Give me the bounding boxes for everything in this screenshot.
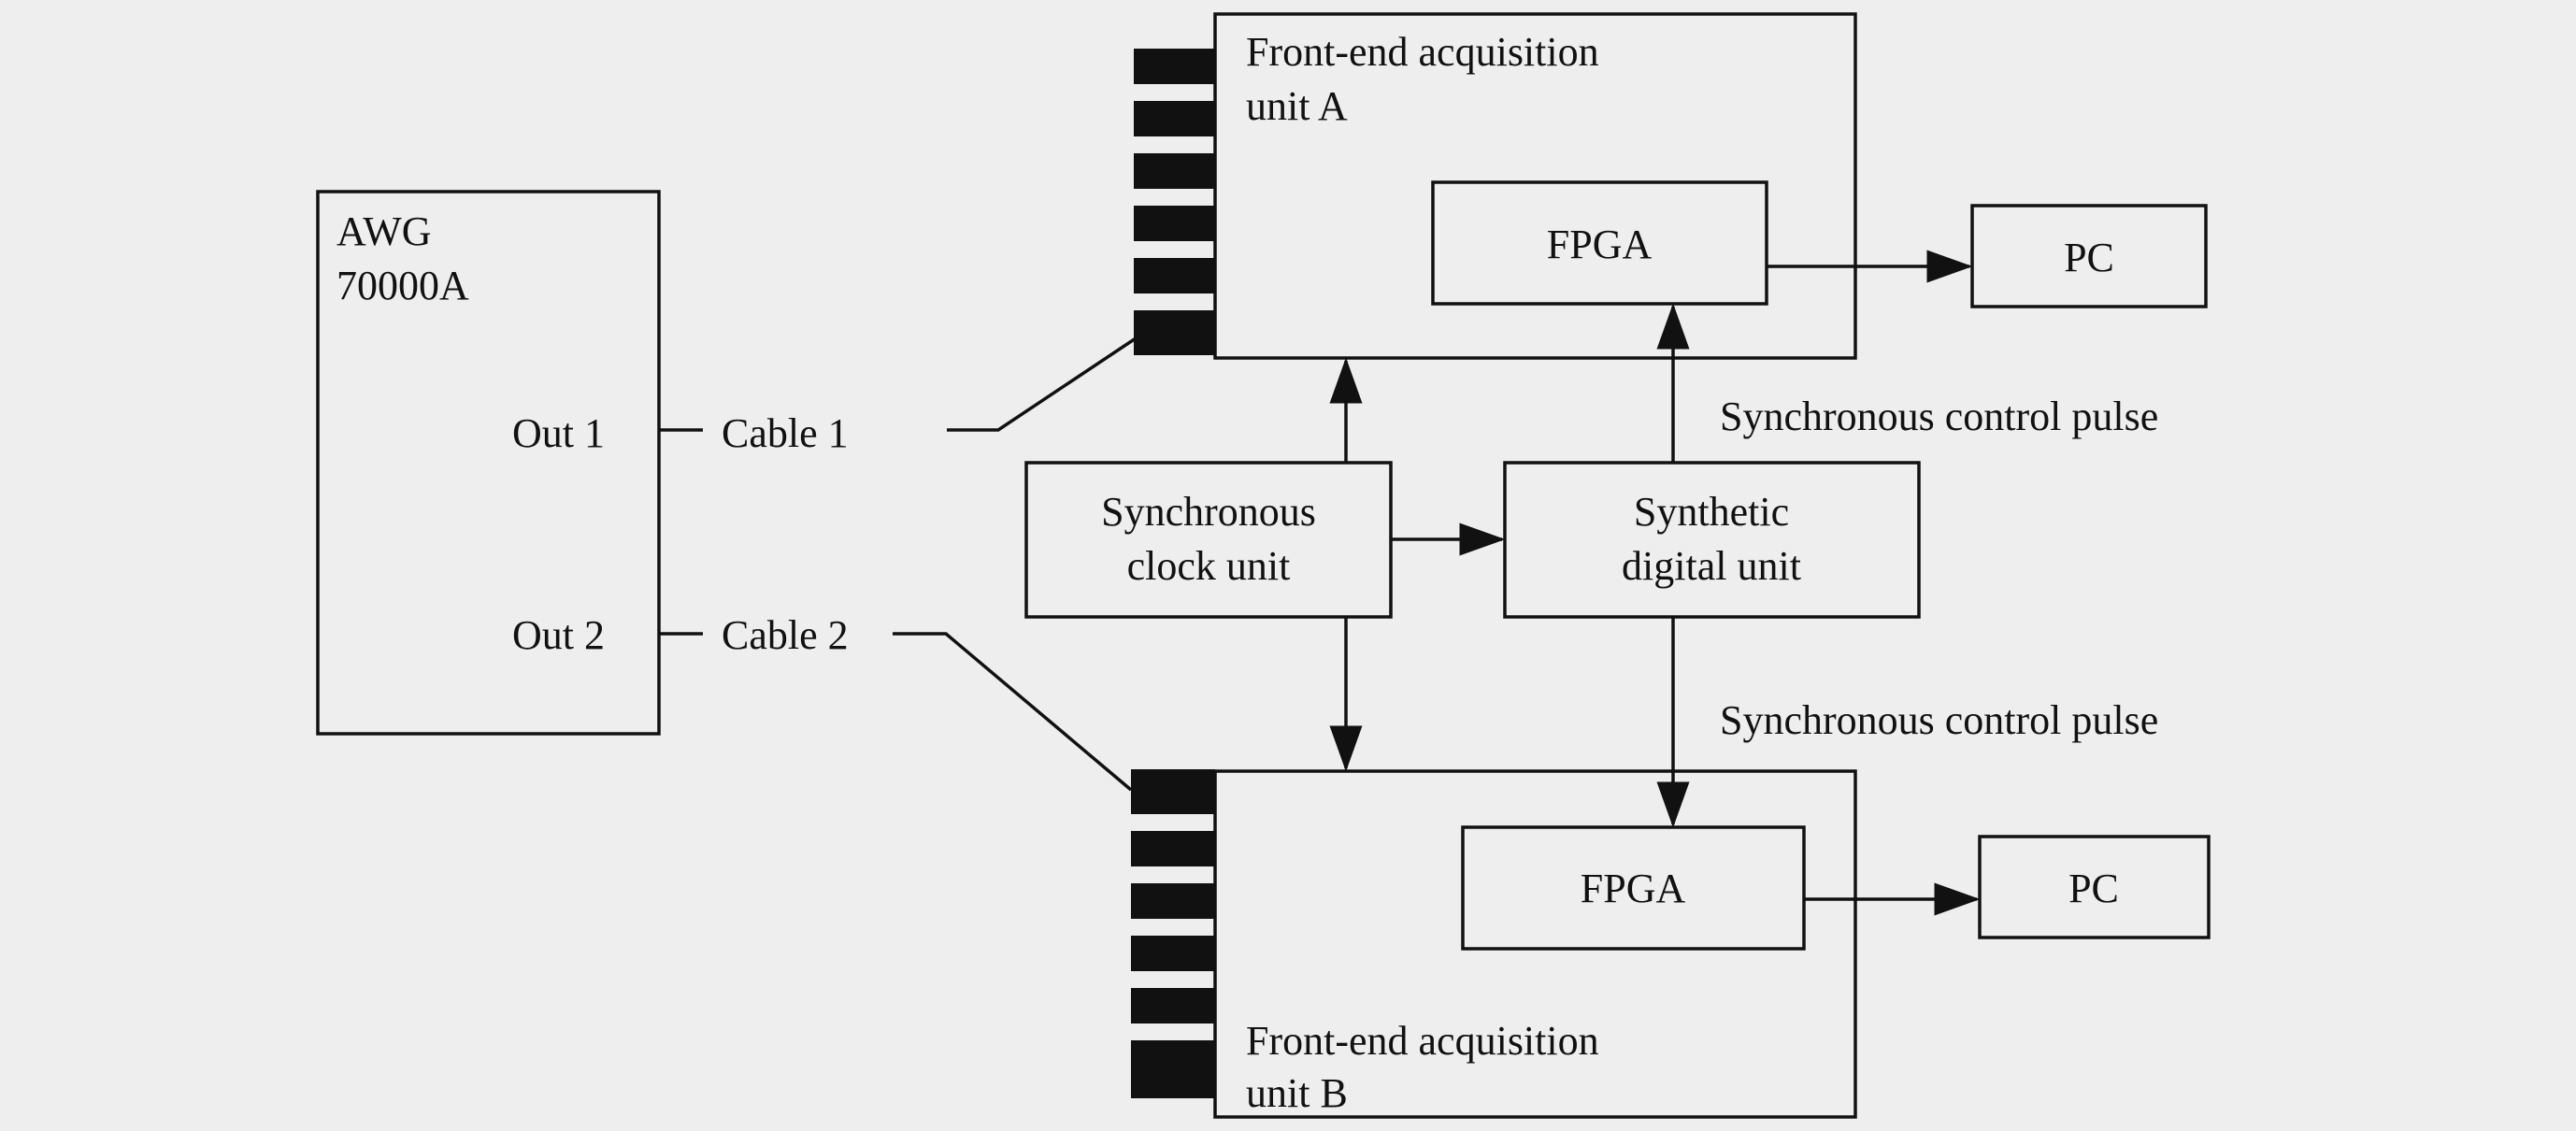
fpga-b-box [1461,825,1806,951]
clock-unit-label-line2: clock unit [1127,543,1291,589]
unit-b-title-line1: Front-end acquisition [1246,1018,1599,1064]
sync-pulse-label-top: Synchronous control pulse [1720,394,2158,439]
unit-a-title-line1: Front-end acquisition [1246,29,1599,75]
unit-b-box [1213,769,1857,1119]
pc-b-label: PC [2068,866,2119,911]
out2-label: Out 2 [512,612,605,658]
clock-unit-label-line1: Synchronous [1101,489,1316,535]
cable-1-line [947,336,1137,432]
awg-box [316,190,661,736]
digital-unit-box [1503,461,1921,619]
unit-a-title-line2: unit A [1246,83,1348,129]
unit-b-title-line2: unit B [1246,1070,1348,1116]
out1-label: Out 1 [512,410,605,456]
fpga-a-label: FPGA [1547,222,1653,267]
connector-b [1131,769,1215,1098]
fpga-b-label: FPGA [1581,866,1686,911]
cable-2-label: Cable 2 [722,612,849,658]
fpga-a-box [1431,180,1768,306]
clock-unit-box [1024,461,1393,619]
digital-unit-label-line2: digital unit [1622,543,1801,589]
pc-a-label: PC [2064,235,2114,280]
connector-a [1134,49,1216,355]
sync-pulse-label-bottom: Synchronous control pulse [1720,697,2158,743]
awg-label-line1: AWG [336,208,432,254]
cable-2-line [893,632,1133,792]
digital-unit-label-line1: Synthetic [1634,489,1789,535]
cable-1-label: Cable 1 [722,410,849,456]
awg-label-line2: 70000A [336,263,469,308]
